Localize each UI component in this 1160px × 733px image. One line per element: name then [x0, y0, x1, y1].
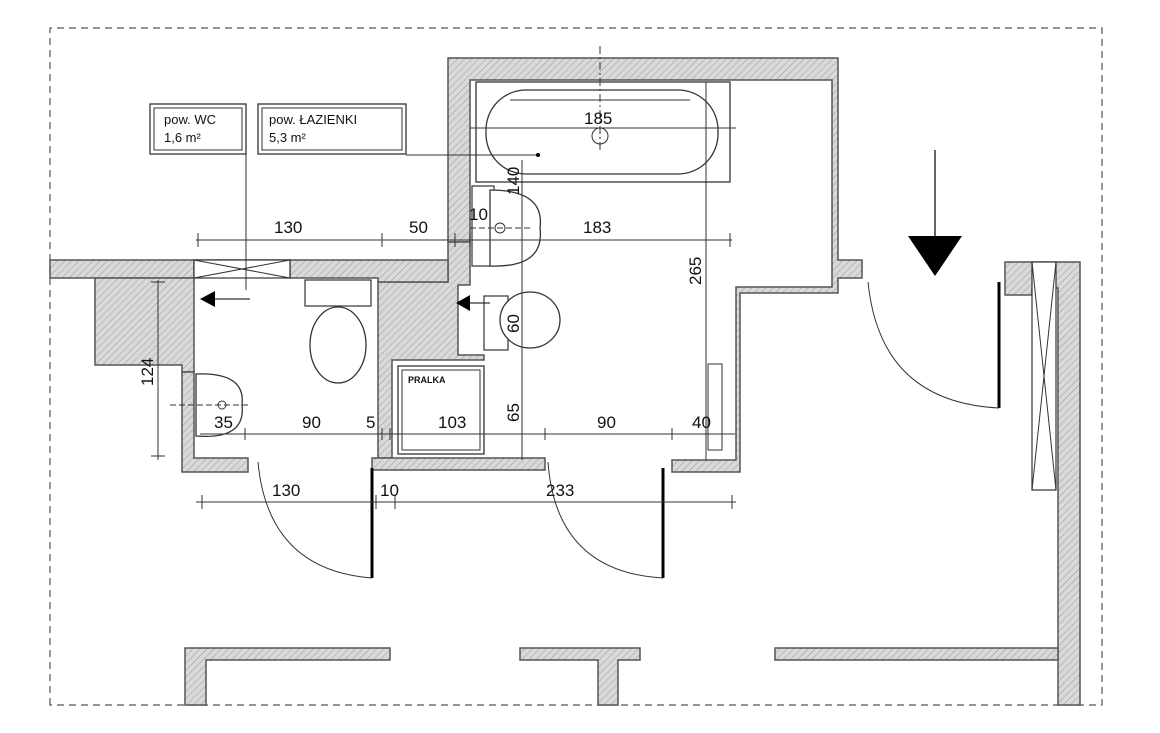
- wall-bottom-center: [519, 647, 641, 706]
- washer-label: PRALKA: [408, 375, 446, 385]
- vent-box: [193, 259, 291, 279]
- wall-wc-left: [181, 371, 249, 473]
- dim-bath-depth: 265: [686, 257, 705, 285]
- dim-tub-length: 185: [584, 109, 612, 128]
- bathtub: [475, 46, 731, 183]
- wall-bottom-left: [184, 647, 391, 706]
- dimension-lines: [151, 82, 736, 509]
- area-label-wc: pow. WC 1,6 m²: [149, 103, 247, 290]
- dim-gap-small: 5: [366, 413, 375, 432]
- dim-washer-depth: 65: [504, 403, 523, 422]
- wc-toilet: [304, 279, 372, 384]
- plan-boundary: [49, 27, 1103, 706]
- wc-area-title: pow. WC: [164, 112, 216, 127]
- dim-bottom-bath: 233: [546, 481, 574, 500]
- dim-bath-door: 90: [597, 413, 616, 432]
- dim-top-wc: 130: [274, 218, 302, 237]
- door-bath-swing: [547, 461, 664, 579]
- wall-bottom-mid: [371, 457, 546, 471]
- bath-area-title: pow. ŁAZIENKI: [269, 112, 357, 127]
- bath-area-value: 5,3 m²: [269, 130, 307, 145]
- dim-bottom-partition: 10: [380, 481, 399, 500]
- door-wc-swing: [257, 461, 373, 579]
- area-label-bath: pow. ŁAZIENKI 5,3 m²: [257, 103, 540, 157]
- bath-toilet: [483, 291, 561, 351]
- washing-machine: PRALKA: [397, 365, 485, 455]
- dim-wc-door: 90: [302, 413, 321, 432]
- dim-wc-sink: 35: [214, 413, 233, 432]
- dim-sink-offset: 10: [469, 205, 488, 224]
- dim-tub-width: 140: [504, 167, 523, 195]
- dim-top-partition: 50: [409, 218, 428, 237]
- dimension-texts: 185 140 10 130 50 183 265 60 124 65 35 9…: [138, 109, 711, 500]
- wc-area-value: 1,6 m²: [164, 130, 202, 145]
- dim-wc-depth: 124: [138, 358, 157, 386]
- door-entry-swing: [867, 281, 1000, 409]
- bath-sink: [471, 185, 542, 267]
- dim-toilet-depth: 60: [504, 314, 523, 333]
- dim-right-wall: 40: [692, 413, 711, 432]
- radiator: [707, 363, 723, 451]
- doors: [257, 281, 1001, 579]
- wall-right: [1004, 261, 1081, 706]
- vent-arrow-icon-2: [456, 295, 490, 311]
- dim-bottom-wc: 130: [272, 481, 300, 500]
- wall-bath-top: [447, 57, 863, 473]
- dim-washer-width: 103: [438, 413, 466, 432]
- wall-bottom-right: [774, 647, 1059, 661]
- window-right: [1031, 261, 1057, 491]
- dim-top-bath: 183: [583, 218, 611, 237]
- vent-arrow-icon: [200, 291, 250, 307]
- entry-arrow-icon: [908, 150, 962, 276]
